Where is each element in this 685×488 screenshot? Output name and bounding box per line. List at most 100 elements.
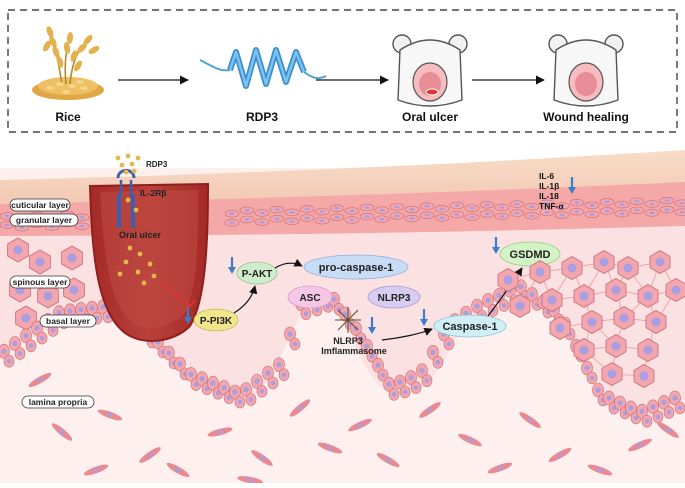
granular-nucleus [619, 203, 625, 207]
decrease-arrows [184, 177, 576, 334]
inflammasome-label-line2: Imflammasome [321, 346, 387, 356]
basal-nucleus [397, 379, 403, 385]
basal-nucleus [369, 353, 375, 359]
lattice-nucleus [579, 291, 589, 301]
fibroblast-nucleus [59, 429, 65, 435]
lattice-nucleus [655, 257, 665, 267]
basal-nucleus [650, 404, 656, 410]
ulcer-label: Oral ulcer [119, 230, 162, 240]
basal-nucleus [655, 414, 661, 420]
basal-nucleus [589, 375, 595, 381]
fibroblast-nucleus [216, 430, 224, 434]
basal-nucleus [485, 297, 491, 303]
granular-nucleus [469, 206, 475, 210]
fibroblast-nucleus [665, 427, 671, 433]
basal-nucleus [391, 391, 397, 397]
p-akt-node [236, 261, 278, 285]
granular-nucleus [319, 210, 325, 214]
granular-nucleus [634, 199, 640, 203]
basal-nucleus [677, 405, 683, 411]
basal-nucleus [270, 380, 276, 386]
fibroblast-nucleus [496, 466, 504, 470]
basal-nucleus [17, 351, 23, 356]
basal-nucleus [628, 405, 634, 411]
label-lamina: lamina propria [21, 395, 95, 409]
rdp3-particle [123, 169, 129, 175]
basal-nucleus [276, 362, 282, 368]
basal-nucleus [501, 303, 507, 308]
granular-nucleus [424, 213, 430, 217]
mouse-healed-illustration [548, 34, 624, 107]
lattice-nucleus [643, 291, 653, 301]
basal-nucleus [358, 336, 364, 341]
basal-nucleus [204, 386, 210, 392]
fibroblast-nucleus [596, 468, 604, 472]
caspase1-label: Caspase-1 [442, 321, 497, 333]
granular-nucleus [514, 211, 520, 215]
granular-nucleus [664, 199, 670, 202]
granular-nucleus [649, 211, 655, 215]
arrow-pi3k-to-akt [233, 285, 258, 314]
down-arrow-head [568, 187, 576, 194]
basal-nucleus [166, 350, 172, 356]
fibroblast-nucleus [384, 457, 392, 463]
basal-nucleus [259, 388, 265, 394]
lattice-nucleus [623, 263, 633, 273]
granular-nucleus [259, 220, 265, 224]
basal-nucleus [644, 418, 650, 424]
spinous-nucleus [35, 257, 45, 267]
granular-nucleus [319, 219, 325, 223]
granular-nucleus [244, 217, 250, 221]
basal-nucleus [89, 305, 95, 311]
fibroblast-nucleus [636, 442, 644, 448]
granular-nucleus [604, 200, 610, 204]
lattice-nucleus [503, 275, 513, 285]
rdp3-particle [151, 273, 157, 279]
basal-nucleus [606, 395, 612, 401]
granular-nucleus [409, 217, 415, 220]
granular-nucleus [364, 206, 370, 209]
basal-nucleus [325, 304, 331, 309]
basal-nucleus [529, 291, 535, 297]
granular-nucleus [19, 226, 25, 230]
nlrp3-node [367, 285, 421, 309]
arrow-akt-to-procaspase [274, 258, 303, 269]
granular-nucleus [499, 206, 505, 209]
rdp3-particle [133, 207, 139, 213]
basal-nucleus [243, 386, 249, 393]
p-pi3k-label: P-PI3K [200, 316, 233, 327]
basal-nucleus [419, 368, 425, 374]
granular-nucleus [589, 212, 595, 216]
granular-nucleus [229, 212, 235, 216]
basal-nucleus [6, 358, 12, 364]
basal-nucleus [105, 314, 111, 320]
granular-nucleus [259, 211, 265, 215]
rdp3-particle [135, 155, 141, 161]
fibroblast-nucleus [527, 417, 533, 423]
step-label-rdp3: RDP3 [246, 110, 278, 124]
cytokine-il18: IL-18 [539, 191, 559, 201]
rdp3-particle [137, 251, 143, 257]
basal-nucleus [210, 380, 216, 386]
fibroblast-nucleus [326, 446, 334, 450]
granular-nucleus [544, 201, 550, 205]
granular-nucleus [289, 219, 295, 223]
granular-nucleus [529, 205, 535, 209]
granular-nucleus [634, 208, 640, 212]
fibroblast-nucleus [147, 452, 153, 458]
spinous-nucleus [69, 285, 79, 295]
down-arrow-head [228, 267, 236, 274]
basal-nucleus [56, 310, 62, 316]
lattice-nucleus [547, 295, 557, 305]
basal-nucleus [435, 360, 441, 365]
granular-nucleus [574, 201, 580, 205]
step-label-oral-ulcer: Oral ulcer [402, 110, 458, 124]
basal-nucleus [430, 349, 436, 355]
rdp3-particle [127, 245, 133, 251]
lattice-nucleus [515, 301, 525, 311]
pro-caspase-label: pro-caspase-1 [319, 262, 394, 274]
basal-nucleus [232, 389, 238, 395]
down-arrow-head [420, 319, 428, 326]
basal-nucleus [380, 372, 386, 378]
inhibition-bar [183, 300, 196, 312]
